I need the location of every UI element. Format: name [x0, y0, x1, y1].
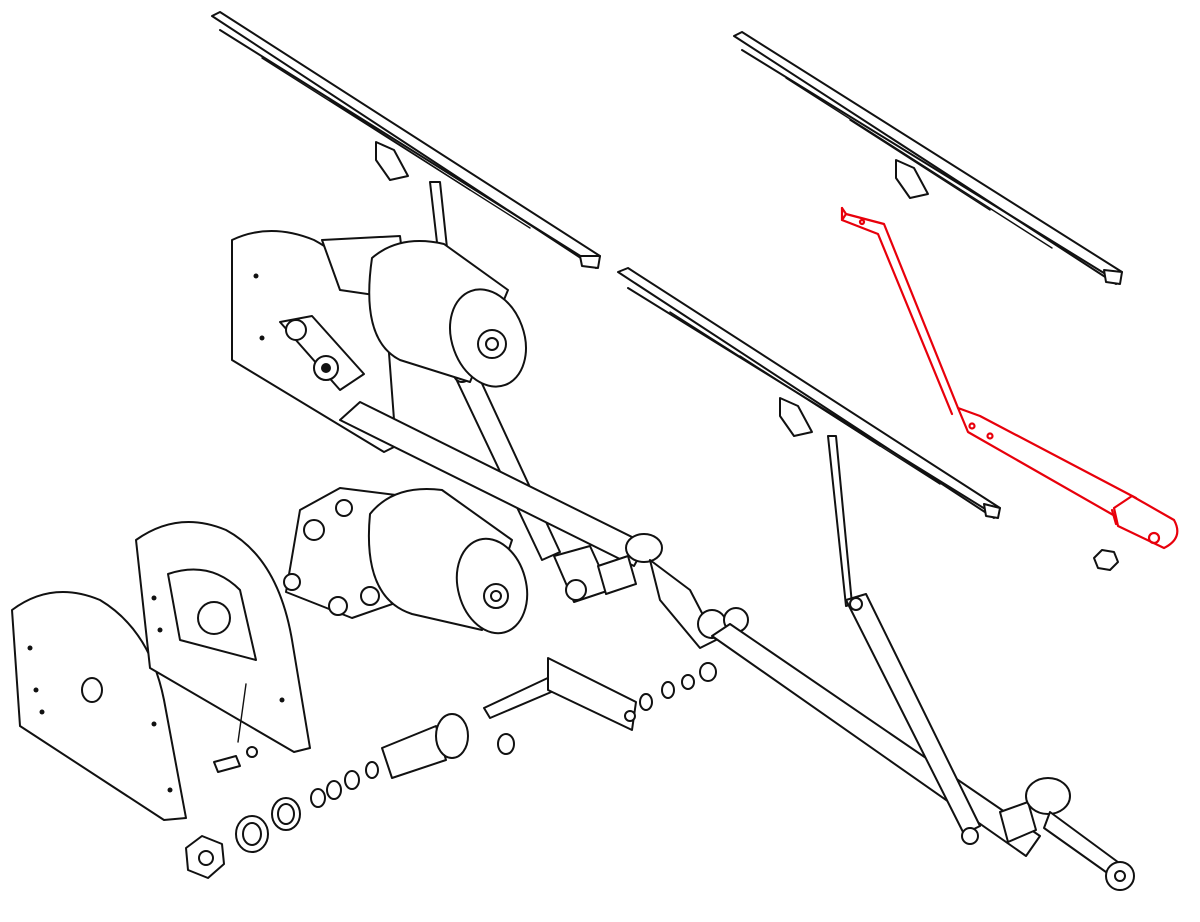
- wiper-blade-top-left: [211, 11, 601, 269]
- nut-loose: [1093, 549, 1119, 571]
- motor-upper-assembly: [231, 230, 527, 453]
- wiper-blade-middle: [617, 267, 1001, 519]
- wiper-arm-right-lower: [827, 435, 981, 845]
- motor-lower-assembly: [283, 487, 529, 635]
- mounting-plate-rear: [11, 591, 187, 821]
- wiper-blade-top-right: [733, 31, 1123, 285]
- highlighted-wiper-arm: [840, 206, 1179, 550]
- pivot-right: [999, 777, 1135, 891]
- hardware-parts: [185, 657, 717, 879]
- mounting-plate-front: [135, 521, 311, 753]
- pivot-center: [553, 533, 749, 649]
